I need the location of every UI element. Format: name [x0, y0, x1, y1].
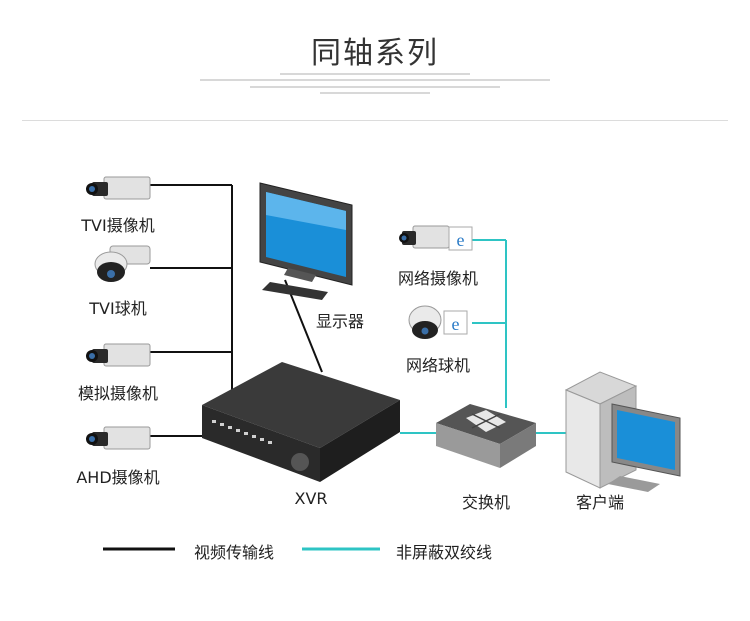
- network-camera-icon: e: [399, 225, 473, 251]
- switch-label: 交换机: [461, 493, 511, 512]
- subtitle-decoration-2: [200, 79, 550, 81]
- page-title: 同轴系列: [311, 36, 439, 71]
- analog-camera-label: 模拟摄像机: [77, 384, 159, 403]
- monitor-label: 显示器: [316, 312, 365, 331]
- utp-lines: [400, 239, 570, 434]
- subtitle-decoration-3: [250, 86, 500, 88]
- xvr-icon: [202, 362, 400, 482]
- video-lines: [150, 184, 323, 437]
- tvi-camera-label: TVI摄像机: [81, 216, 155, 235]
- legend-video-label: 视频传输线: [194, 543, 275, 562]
- xvr-label: XVR: [294, 489, 328, 508]
- client-pc-icon: [564, 371, 681, 492]
- tvi-dome-icon: [94, 245, 151, 282]
- monitor-icon: [259, 182, 353, 300]
- tvi-camera-icon: [86, 176, 151, 200]
- subtitle-decoration-4: [320, 92, 430, 94]
- network-dome-label: 网络球机: [405, 356, 471, 375]
- network-camera-label: 网络摄像机: [397, 269, 479, 288]
- legend-utp-label: 非屏蔽双绞线: [396, 543, 493, 562]
- svg-text:e: e: [452, 314, 460, 334]
- ahd-camera-label: AHD摄像机: [76, 468, 160, 487]
- header-divider: [22, 120, 728, 121]
- subtitle-decoration-1: [280, 73, 470, 75]
- switch-icon: [436, 404, 536, 468]
- tvi-dome-label: TVI球机: [89, 299, 147, 318]
- ahd-camera-icon: [86, 426, 151, 450]
- client-label: 客户端: [575, 493, 625, 512]
- analog-camera-icon: [86, 343, 151, 367]
- network-dome-icon: e: [408, 305, 468, 339]
- svg-text:e: e: [457, 230, 465, 250]
